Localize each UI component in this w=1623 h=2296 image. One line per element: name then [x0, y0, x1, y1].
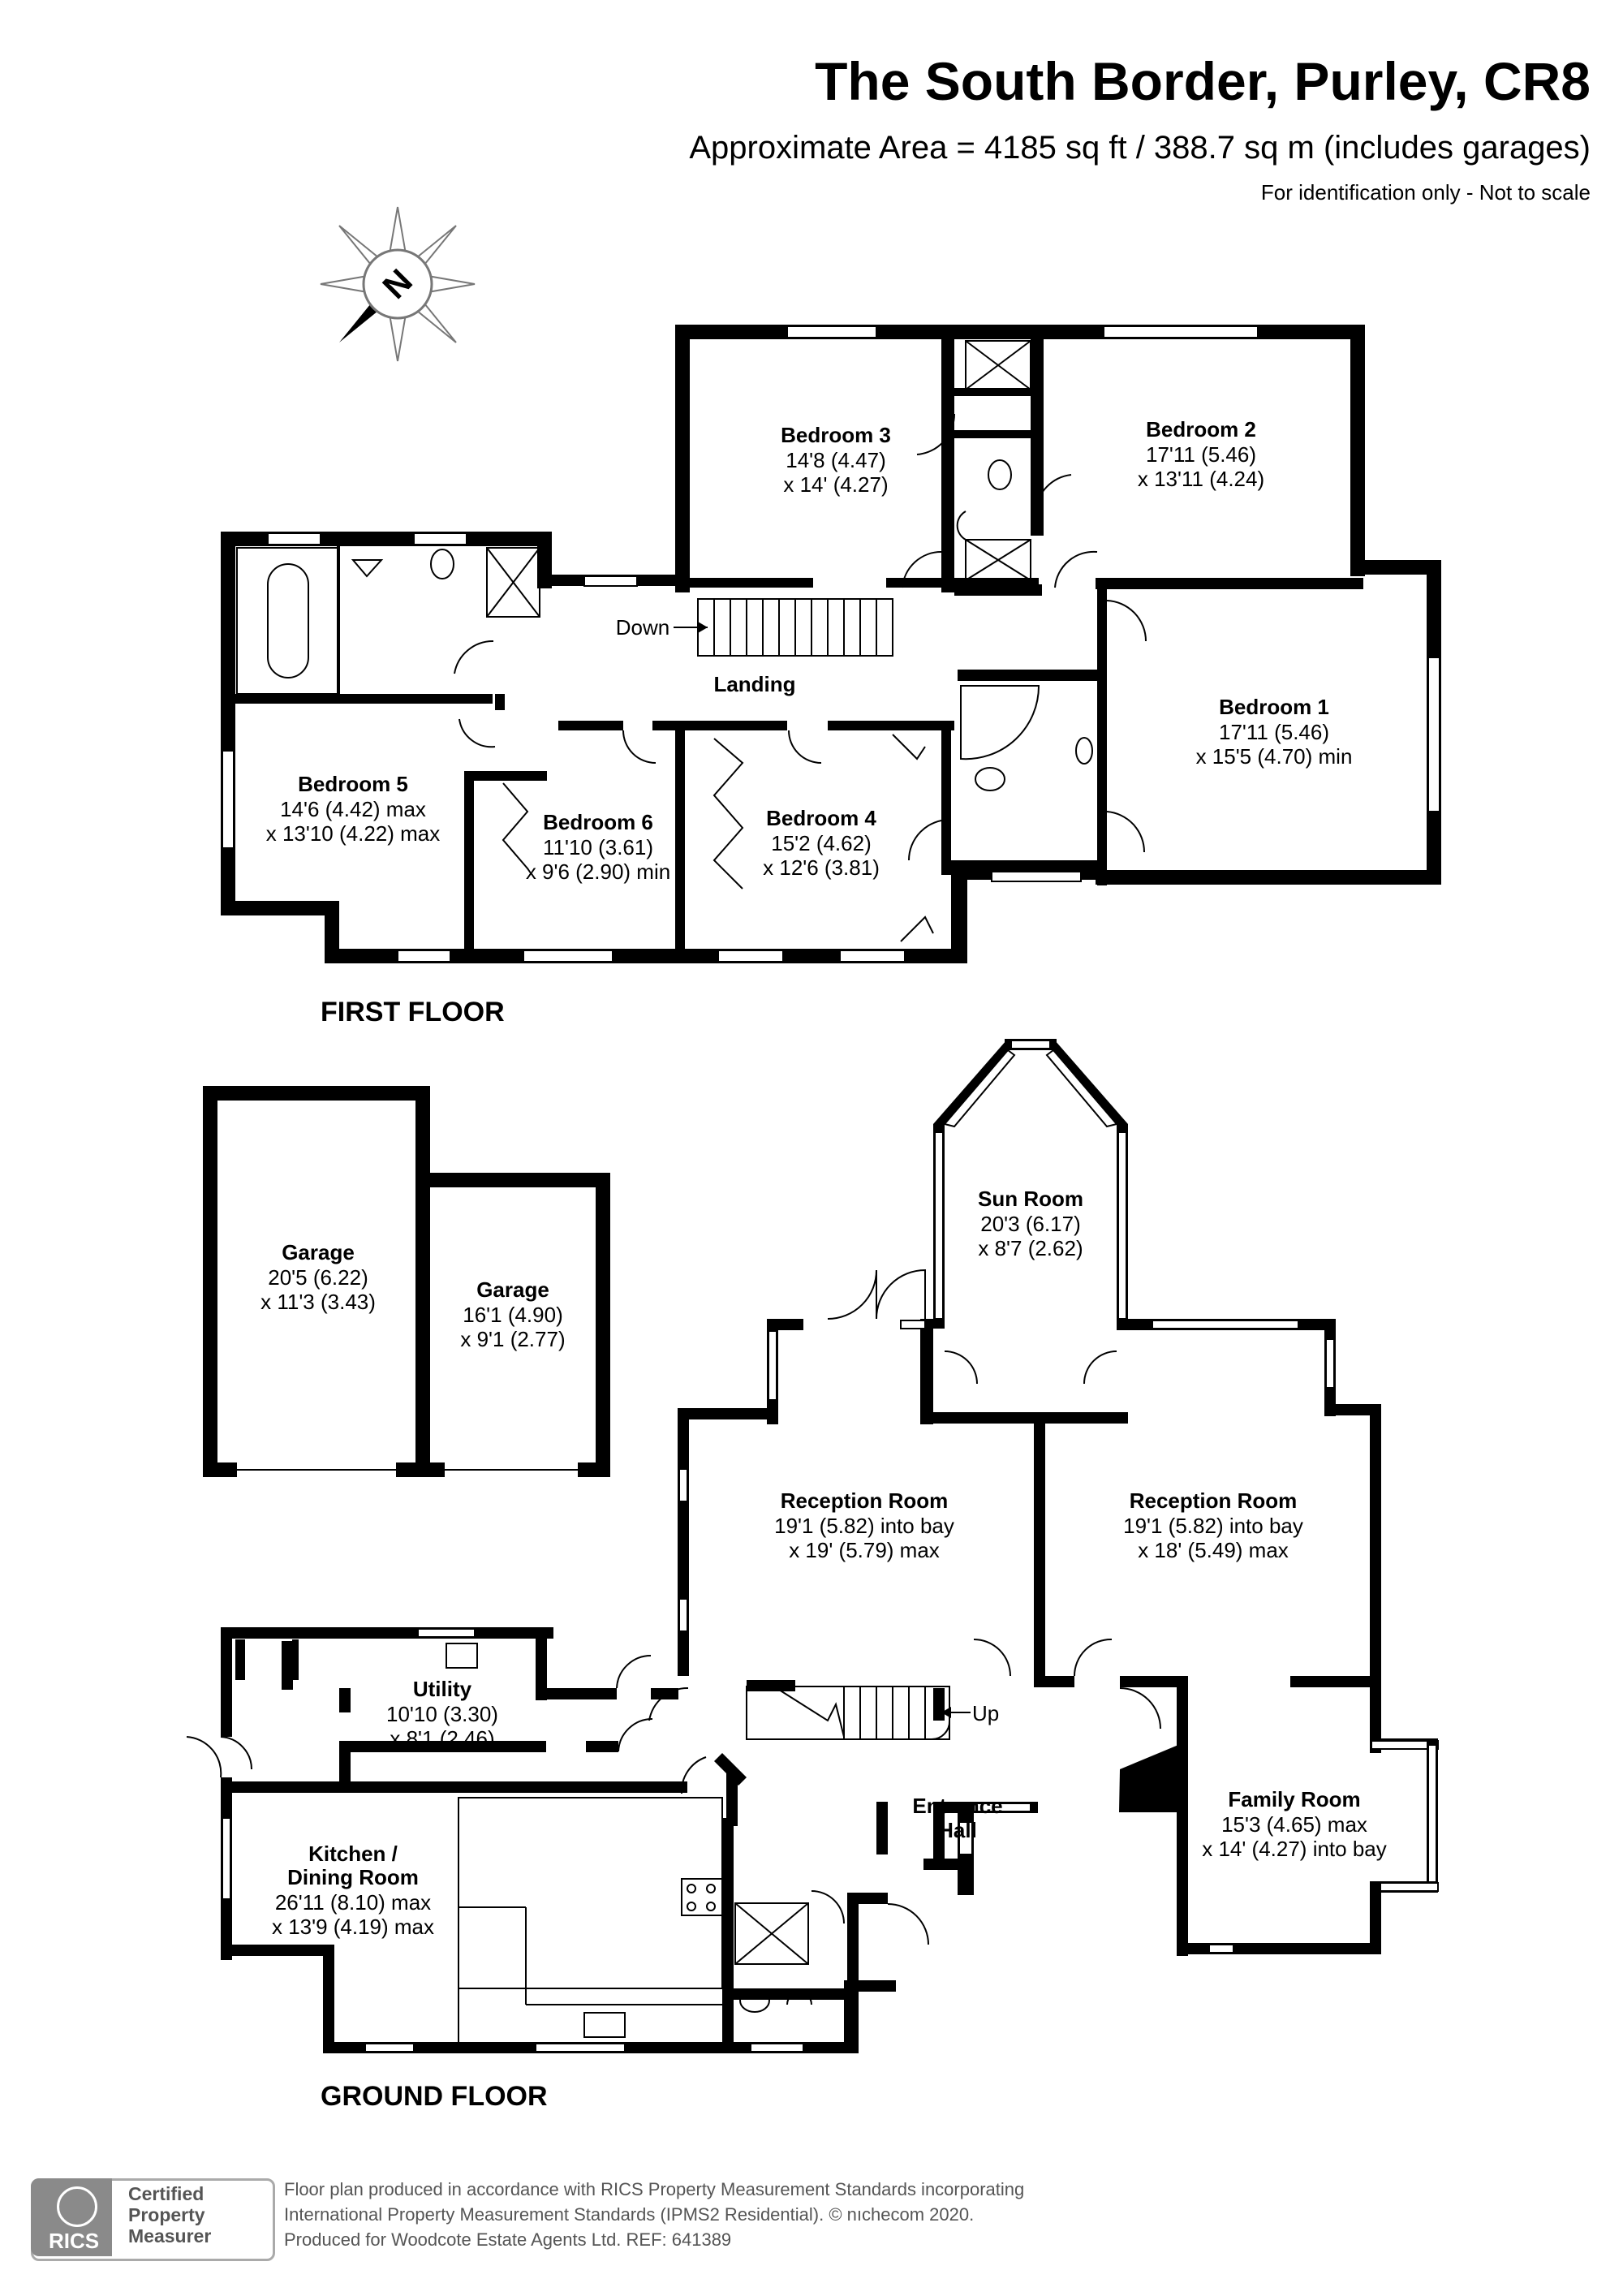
- room-dims-kitchen: 26'11 (8.10) max: [275, 1890, 431, 1915]
- certified-line: Measurer: [128, 2225, 212, 2246]
- room-name-garage-1: Garage: [282, 1240, 355, 1264]
- rics-emblem-icon: [57, 2186, 97, 2227]
- room-name-bedroom-5: Bedroom 5: [298, 772, 408, 796]
- room-name-sun-room: Sun Room: [978, 1187, 1083, 1211]
- first-floor-stairs: [674, 598, 893, 657]
- room-dims-family-room: 15'3 (4.65) max: [1221, 1812, 1367, 1837]
- room-dims-bedroom-2: 17'11 (5.46): [1146, 442, 1256, 467]
- certified-line: Certified: [128, 2183, 204, 2204]
- footer-line: International Property Measurement Stand…: [284, 2204, 975, 2225]
- footer-line: Produced for Woodcote Estate Agents Ltd.…: [284, 2229, 732, 2250]
- room-dims-sun-room: x 8'7 (2.62): [978, 1236, 1083, 1260]
- certified-property-measurer: Certified Property Measurer: [128, 2183, 211, 2246]
- first-floor-plan: Down Bedroom 3 14'8 (4.47) x 14' (4.27) …: [221, 325, 1441, 1027]
- room-dims-garage-2: x 9'1 (2.77): [460, 1327, 565, 1351]
- room-name-reception-room-2: Reception Room: [1130, 1488, 1298, 1513]
- room-name-garage-2: Garage: [476, 1277, 549, 1302]
- ground-floor-label: GROUND FLOOR: [321, 2081, 548, 2112]
- room-dims-utility: 10'10 (3.30): [386, 1702, 498, 1726]
- room-name-reception-room-1: Reception Room: [781, 1488, 949, 1513]
- room-name-bedroom-2: Bedroom 2: [1146, 417, 1256, 442]
- room-dims-sun-room: 20'3 (6.17): [980, 1212, 1081, 1236]
- room-dims-bedroom-3: 14'8 (4.47): [786, 448, 886, 472]
- room-dims-kitchen: x 13'9 (4.19) max: [272, 1915, 434, 1939]
- room-dims-bedroom-1: x 15'5 (4.70) min: [1196, 744, 1353, 769]
- room-dims-reception-room-2: x 18' (5.49) max: [1138, 1538, 1289, 1562]
- room-name-entrance: Entrance: [912, 1794, 1002, 1818]
- room-dims-garage-1: 20'5 (6.22): [268, 1265, 368, 1290]
- room-dims-garage-1: x 11'3 (3.43): [260, 1290, 376, 1314]
- approximate-area: Approximate Area = 4185 sq ft / 388.7 sq…: [689, 130, 1591, 166]
- room-name-utility: Utility: [413, 1677, 472, 1701]
- disclaimer-note: For identification only - Not to scale: [1260, 180, 1591, 205]
- room-dims-bedroom-4: x 12'6 (3.81): [763, 855, 880, 880]
- footer-credits: Floor plan produced in accordance with R…: [284, 2177, 1024, 2252]
- room-dims-garage-2: 16'1 (4.90): [463, 1303, 563, 1327]
- page-title: The South Border, Purley, CR8: [815, 51, 1591, 111]
- room-name-bedroom-3: Bedroom 3: [781, 423, 891, 447]
- room-name-bedroom-1: Bedroom 1: [1219, 695, 1329, 719]
- room-dims-reception-room-1: 19'1 (5.82) into bay: [774, 1514, 954, 1538]
- room-dims-reception-room-1: x 19' (5.79) max: [789, 1538, 940, 1562]
- ground-floor-stairs: [746, 1686, 971, 1741]
- room-dims-reception-room-2: 19'1 (5.82) into bay: [1123, 1514, 1303, 1538]
- room-dims-bedroom-5: x 13'10 (4.22) max: [266, 821, 441, 846]
- room-name-landing: Landing: [713, 672, 795, 696]
- room-name-bedroom-6: Bedroom 6: [543, 810, 653, 834]
- stairs-up-label: Up: [972, 1701, 999, 1725]
- room-name-family-room: Family Room: [1228, 1787, 1360, 1811]
- compass-icon: N: [320, 206, 476, 362]
- room-name-hall: Hall: [938, 1818, 977, 1842]
- first-floor-label: FIRST FLOOR: [321, 997, 505, 1027]
- room-dims-bedroom-3: x 14' (4.27): [783, 472, 888, 497]
- ground-floor-plan: Garage 20'5 (6.22) x 11'3 (3.43) Garage …: [186, 1039, 1439, 2112]
- stairs-down-label: Down: [616, 615, 669, 640]
- footer-line: Floor plan produced in accordance with R…: [284, 2179, 1025, 2199]
- room-dims-family-room: x 14' (4.27) into bay: [1202, 1837, 1387, 1861]
- room-name-dining-room: Dining Room: [287, 1865, 419, 1889]
- certified-line: Property: [128, 2204, 205, 2225]
- room-dims-bedroom-2: x 13'11 (4.24): [1138, 467, 1264, 491]
- room-dims-bedroom-6: x 9'6 (2.90) min: [526, 859, 670, 884]
- rics-logo-text: RICS: [49, 2229, 100, 2253]
- room-dims-bedroom-1: 17'11 (5.46): [1219, 720, 1329, 744]
- room-name-bedroom-4: Bedroom 4: [766, 806, 876, 830]
- room-dims-bedroom-6: 11'10 (3.61): [543, 835, 653, 859]
- room-name-kitchen: Kitchen /: [308, 1842, 398, 1866]
- room-dims-utility: x 8'1 (2.46): [390, 1726, 494, 1751]
- room-dims-bedroom-5: 14'6 (4.42) max: [280, 797, 426, 821]
- room-dims-bedroom-4: 15'2 (4.62): [771, 831, 872, 855]
